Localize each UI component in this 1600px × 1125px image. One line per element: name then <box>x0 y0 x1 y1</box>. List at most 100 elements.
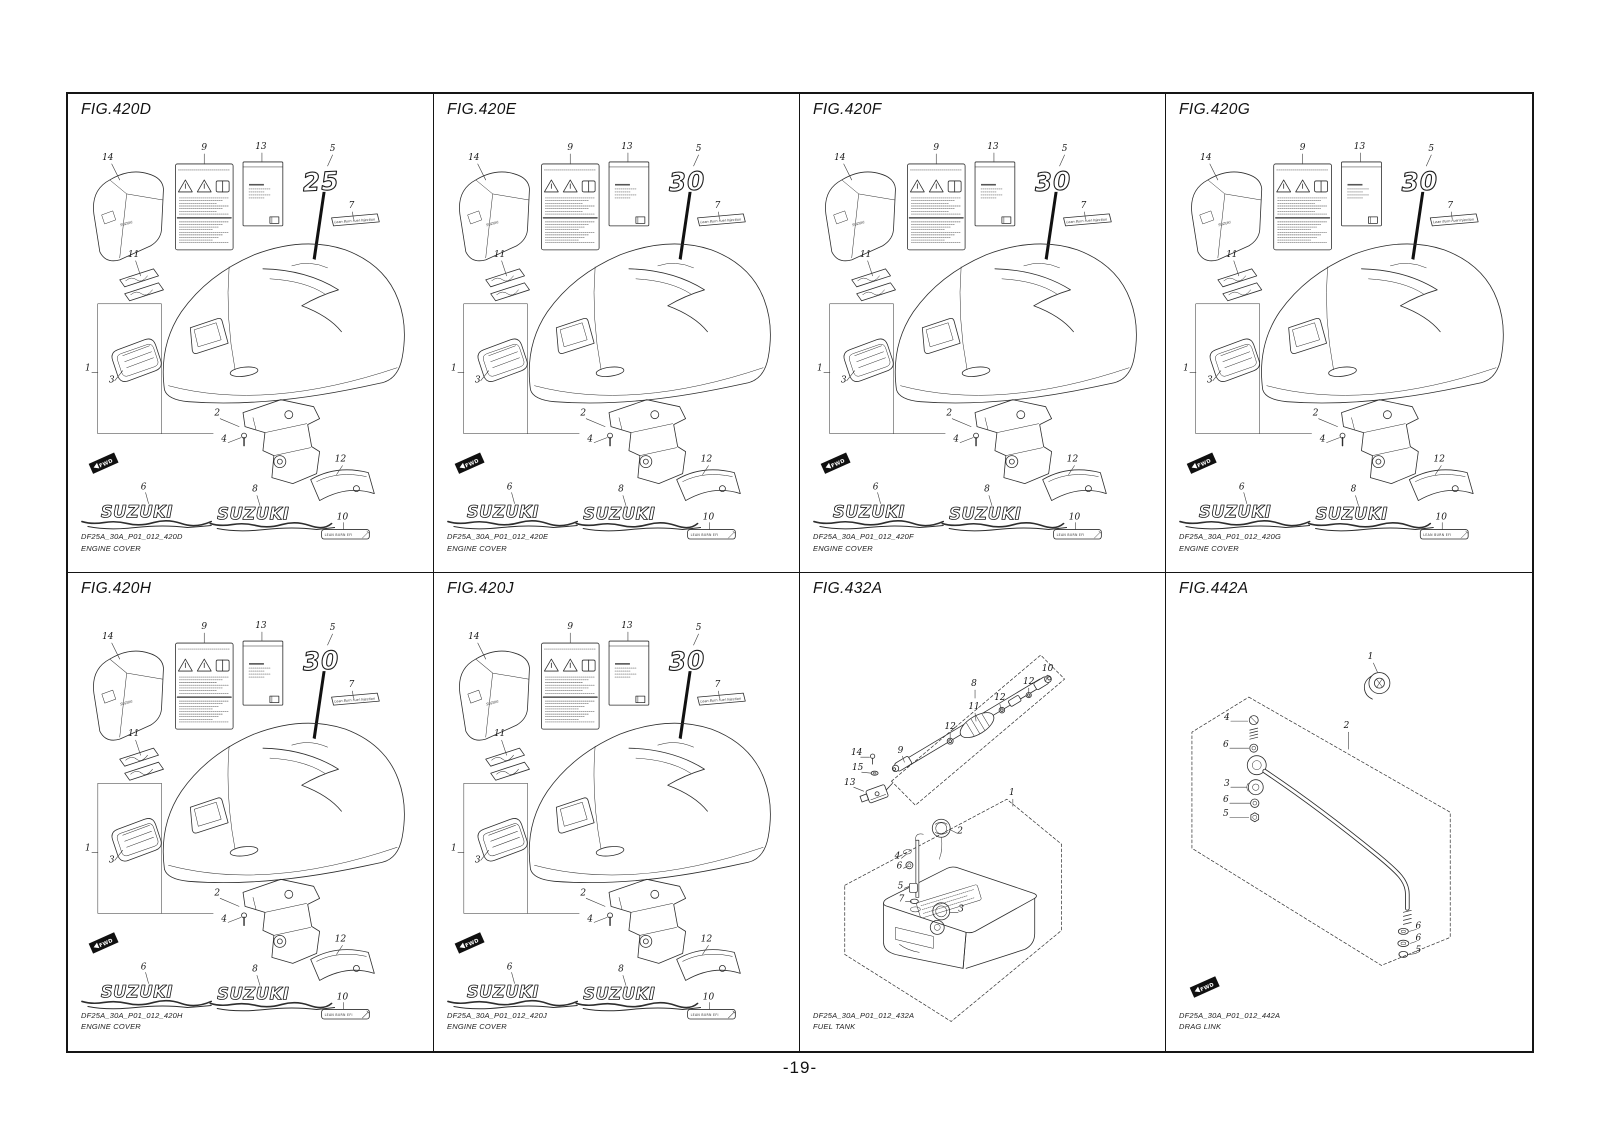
leader-line <box>1409 952 1417 955</box>
decal-lean-burn: Lean Burn Fuel Injection <box>1429 213 1479 227</box>
fuel-connector-tank-side <box>1033 674 1052 690</box>
lower-mount-bracket <box>241 878 321 964</box>
leader-line <box>974 712 977 721</box>
leader-line <box>327 633 333 645</box>
air-vent-louver <box>111 338 162 382</box>
callout-number: 14 <box>851 748 863 758</box>
figure-title: FIG.432A <box>813 579 883 597</box>
engine-cover-main <box>528 243 771 404</box>
svg-text:25: 25 <box>302 166 340 197</box>
owners-manual <box>1341 161 1382 227</box>
engine-cover-main <box>162 722 405 883</box>
callout-number: 3 <box>958 904 964 914</box>
leader-line <box>511 971 515 984</box>
callout-number: 7 <box>349 201 355 211</box>
caption-title: ENGINE COVER <box>81 543 141 553</box>
callout-number: 8 <box>618 485 624 495</box>
svg-text:Lean Burn Fuel Injection: Lean Burn Fuel Injection <box>1066 217 1107 224</box>
decal-stack <box>851 268 896 302</box>
callout-number: 12 <box>944 722 956 732</box>
caption-title: ENGINE COVER <box>1179 543 1239 553</box>
leader-line <box>135 739 141 755</box>
lower-mount-bracket <box>241 399 321 484</box>
callout-number: 5 <box>696 623 702 633</box>
leader-line <box>352 690 354 698</box>
owners-manual <box>974 161 1016 227</box>
suzuki-decal-front: SUZUKI <box>81 502 213 530</box>
caption-title: DRAG LINK <box>1179 1022 1222 1032</box>
callout-number: 10 <box>1069 513 1081 523</box>
leader-line <box>145 492 149 504</box>
figure-art: SUZUKI 30 Lean Burn Fuel Injection <box>81 621 405 1019</box>
hp-emblem: 30 <box>668 644 707 676</box>
callout-number: 12 <box>335 455 347 465</box>
svg-text:SUZUKI: SUZUKI <box>101 503 173 522</box>
callout-number: 2 <box>579 409 586 419</box>
leader-line <box>336 465 343 475</box>
svg-text:SUZUKI: SUZUKI <box>120 699 133 706</box>
svg-text:LEAN BURN EFI: LEAN BURN EFI <box>325 533 353 537</box>
leader-line <box>718 211 720 220</box>
primer-bulb <box>959 711 995 738</box>
leader-line <box>1233 260 1240 277</box>
figure-caption: DF25A_30A_P01_012_420G ENGINE COVER <box>1179 531 1281 554</box>
leader-line <box>336 944 343 955</box>
decal-efi: LEAN BURN EFI <box>321 529 370 540</box>
callout-number: 3 <box>475 855 481 865</box>
figure-art: SUZUKI 30 Lean Burn Fuel Injection <box>813 142 1137 540</box>
engine-cover-drawing: SUZUKI 30 Lean Burn Fuel Injection <box>813 142 1137 540</box>
figure-panel-432A: FIG.432A <box>800 572 1166 1051</box>
fwd-direction-icon: FWD <box>820 452 851 474</box>
leader-line <box>904 885 910 889</box>
svg-text:FWD: FWD <box>99 937 115 949</box>
suzuki-decal-front: SUZUKI <box>813 502 945 530</box>
figure-caption: DF25A_30A_P01_012_420H ENGINE COVER <box>81 1010 183 1033</box>
svg-text:Lean Burn Fuel Injection: Lean Burn Fuel Injection <box>700 696 741 703</box>
leader-line <box>702 465 709 475</box>
fuel-line-outline-box <box>891 654 1065 806</box>
figure-art: SUZUKI 25 Lean Burn Fuel Injection <box>81 142 405 540</box>
decal-stack <box>485 747 530 781</box>
callout-number: 13 <box>255 142 267 152</box>
leader-line <box>999 703 1002 709</box>
figure-caption: DF25A_30A_P01_012_420D ENGINE COVER <box>81 531 183 554</box>
callout-number: 14 <box>1200 153 1212 163</box>
callout-number: 2 <box>1343 721 1350 731</box>
engine-cover-small: SUZUKI <box>93 650 164 741</box>
svg-text:LEAN BURN EFI: LEAN BURN EFI <box>325 1013 353 1017</box>
svg-text:SUZUKI: SUZUKI <box>467 503 539 522</box>
callout-number: 10 <box>337 992 349 1002</box>
callout-number: 7 <box>899 894 905 904</box>
svg-text:SUZUKI: SUZUKI <box>467 982 539 1001</box>
svg-text:SUZUKI: SUZUKI <box>833 503 905 522</box>
fwd-direction-icon: FWD <box>88 452 119 474</box>
callout-number: 8 <box>252 485 258 495</box>
figure-title: FIG.420J <box>447 579 514 597</box>
decal-efi: LEAN BURN EFI <box>321 1008 370 1019</box>
callout-number: 14 <box>102 153 114 163</box>
callout-number: 5 <box>1428 144 1434 154</box>
leader-line <box>903 865 908 869</box>
pointer-wedge <box>678 670 692 739</box>
caption-code: DF25A_30A_P01_012_442A <box>1179 1010 1281 1020</box>
steering-link-rod <box>1262 768 1410 911</box>
leader-line <box>135 260 141 277</box>
leader-line <box>111 642 121 659</box>
callout-number: 6 <box>1415 921 1421 931</box>
warning-label <box>541 642 600 730</box>
engine-cover-small: SUZUKI <box>93 171 164 262</box>
callout-number: 4 <box>586 914 593 924</box>
svg-text:FWD: FWD <box>465 458 481 470</box>
callout-number: 13 <box>844 778 856 788</box>
callout-number: 3 <box>109 376 115 386</box>
seal-sheet <box>310 948 375 981</box>
caption-code: DF25A_30A_P01_012_420J <box>447 1010 547 1020</box>
callout-number: 2 <box>213 888 220 898</box>
leader-line <box>256 974 261 986</box>
engine-cover-small: SUZUKI <box>459 171 530 262</box>
caption-title: ENGINE COVER <box>447 543 507 553</box>
svg-text:Lean Burn Fuel Injection: Lean Burn Fuel Injection <box>334 696 375 703</box>
callout-number: 10 <box>1042 664 1054 674</box>
